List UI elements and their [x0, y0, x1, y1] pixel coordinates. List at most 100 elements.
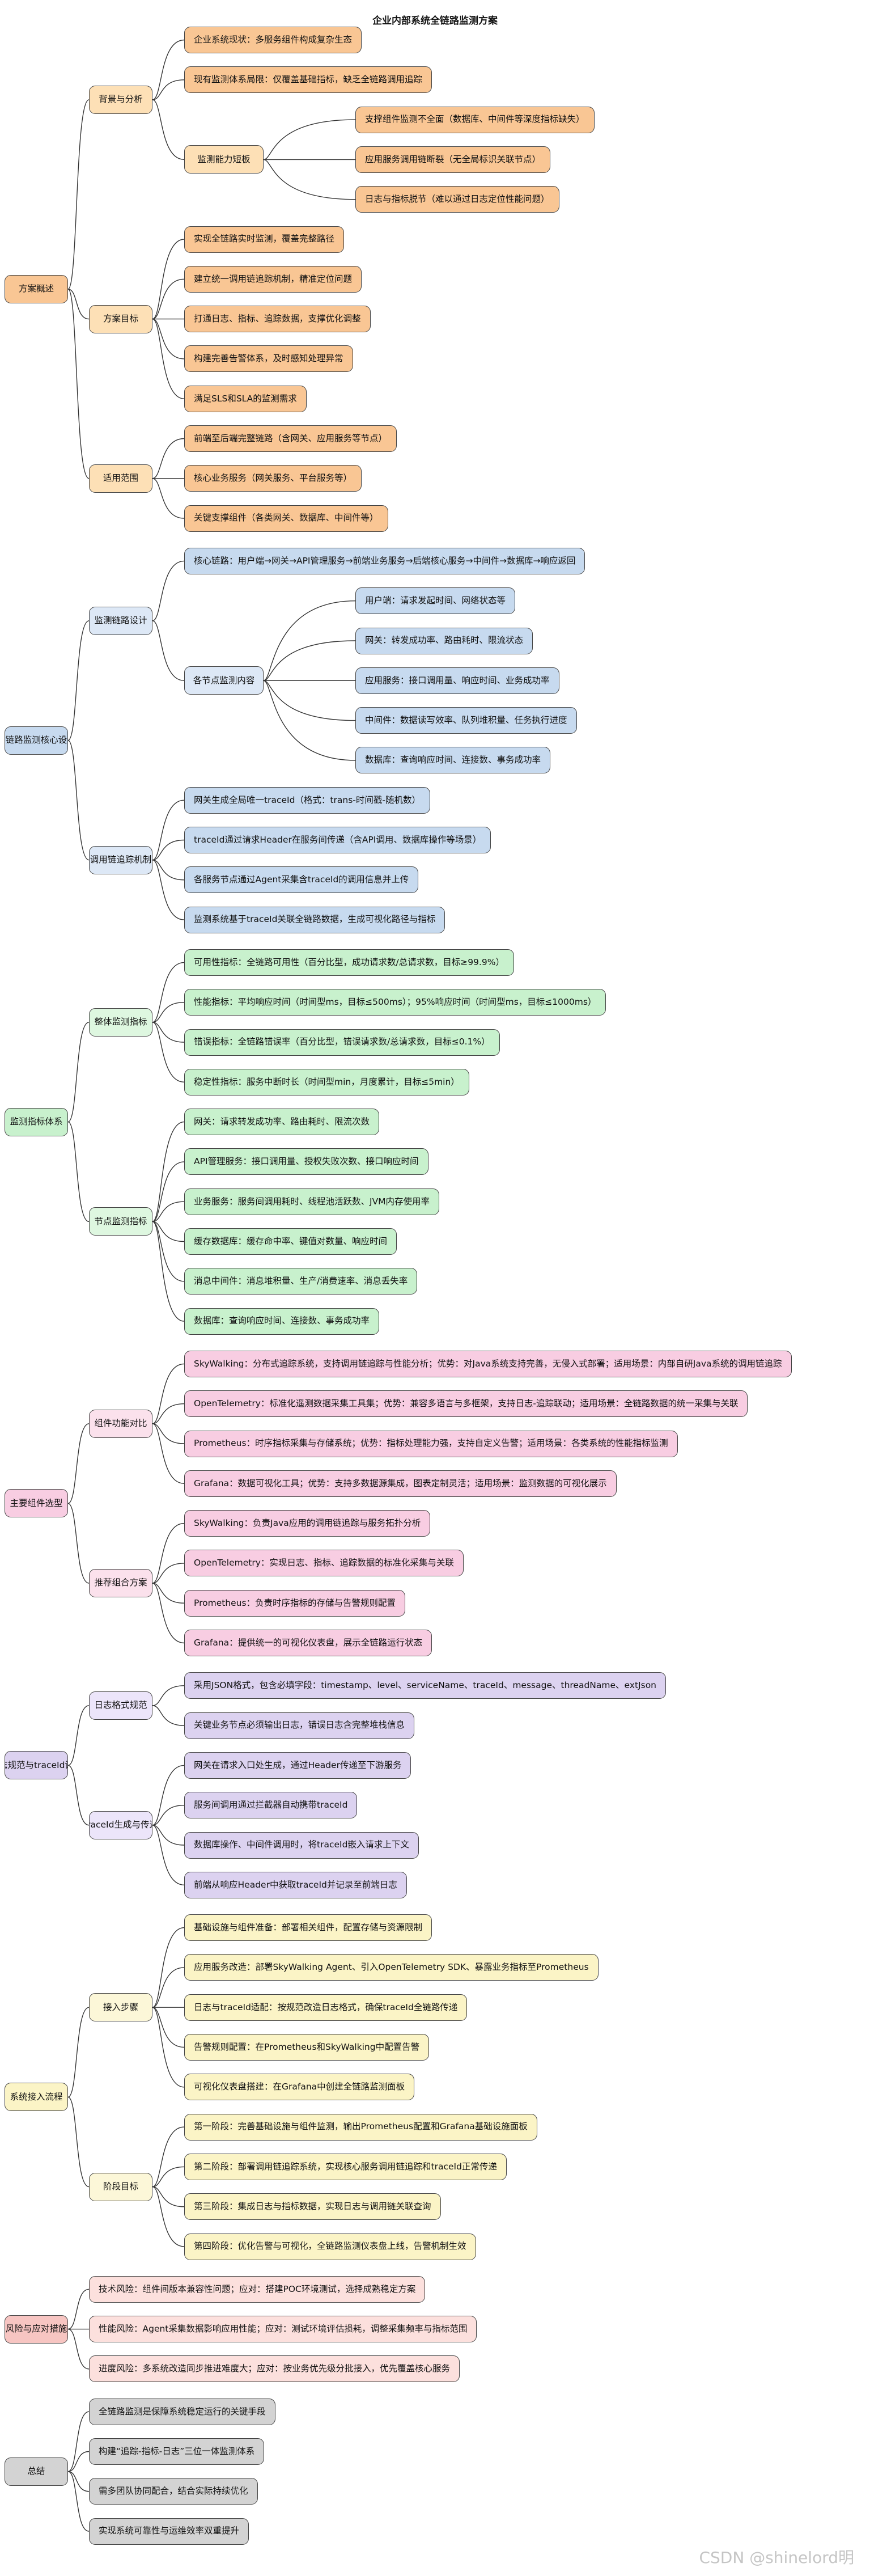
- connector-line: [152, 560, 185, 621]
- connector-line: [152, 1221, 185, 1242]
- mindmap-root-node: 风险与应对措施: [5, 2315, 68, 2344]
- connector-line: [152, 79, 185, 100]
- mindmap-leaf-node: 支撑组件监测不全面（数据库、中间件等深度指标缺失）: [355, 106, 595, 133]
- mindmap-leaf-node: 前端至后端完整链路（含网关、应用服务等节点）: [184, 425, 397, 452]
- connector-line: [67, 2451, 90, 2472]
- mindmap-leaf-node: 前端从响应Header中获取traceId并记录至前端日志: [184, 1871, 407, 1898]
- mindmap-leaf-node: 日志与指标脱节（难以通过日志定位性能问题）: [355, 186, 559, 213]
- mindmap-leaf-node: 关键支撑组件（各类网关、数据库、中间件等）: [184, 505, 388, 532]
- connector-line: [67, 620, 90, 741]
- mindmap-leaf-node: 全链路监测是保障系统稳定运行的关键手段: [89, 2398, 275, 2425]
- mindmap-leaf-node: 网关生成全局唯一traceId（格式：trans-时间戳-随机数）: [184, 786, 430, 814]
- connector-line: [152, 2166, 185, 2188]
- connector-line: [152, 1121, 185, 1223]
- mindmap-leaf-node: 关键业务节点必须输出日志，错误日志含完整堆栈信息: [184, 1712, 415, 1739]
- connector-line: [152, 239, 185, 320]
- mindmap-branch-node: 方案目标: [89, 304, 152, 333]
- connector-line: [152, 1927, 185, 2008]
- mindmap-leaf-node: OpenTelemetry：实现日志、指标、追踪数据的标准化采集与关联: [184, 1550, 464, 1577]
- connector-line: [67, 289, 90, 479]
- mindmap-leaf-node: 第四阶段：优化告警与可视化，全链路监测仪表盘上线，告警机制生效: [184, 2233, 476, 2260]
- connector-line: [152, 1805, 185, 1826]
- connector-line: [152, 2186, 185, 2207]
- page-title: 企业内部系统全链路监测方案: [372, 15, 498, 27]
- mindmap-leaf-node: 现有监测体系局限：仅覆盖基础指标，缺乏全链路调用追踪: [184, 66, 432, 94]
- mindmap-leaf-node: 实现全链路实时监测，覆盖完整路径: [184, 226, 345, 253]
- mindmap-leaf-node: 性能指标：平均响应时间（时间型ms，目标≤500ms）；95%响应时间（时间型m…: [184, 989, 606, 1016]
- mindmap-branch-node: traceId生成与传递: [89, 1811, 152, 1839]
- connector-line: [67, 740, 90, 861]
- mindmap-leaf-node: 第三阶段：集成日志与指标数据，实现日志与调用链关联查询: [184, 2193, 441, 2220]
- mindmap-leaf-node: 技术风险：组件间版本兼容性问题；应对：搭建POC环境测试，选择成熟稳定方案: [89, 2275, 426, 2303]
- mindmap-branch-node: 节点监测指标: [89, 1207, 152, 1236]
- mindmap-leaf-node: 可用性指标：全链路可用性（百分比型，成功请求数/总请求数，目标≥99.9%）: [184, 949, 514, 976]
- mindmap-leaf-node: API管理服务：接口调用量、授权失败次数、接口响应时间: [184, 1148, 428, 1175]
- connector-line: [152, 839, 185, 861]
- mindmap-root-node: 系统接入流程: [5, 2083, 68, 2112]
- mindmap-branch-node: 适用范围: [89, 464, 152, 493]
- mindmap-branch-node: 推荐组合方案: [89, 1569, 152, 1598]
- connector-line: [152, 1161, 185, 1223]
- connector-line: [152, 1022, 185, 1043]
- connector-line: [67, 2289, 90, 2330]
- mindmap-branch-node: 接入步骤: [89, 1993, 152, 2022]
- mindmap-leaf-node: traceId通过请求Header在服务间传递（含API调用、数据库操作等场景）: [184, 827, 491, 853]
- mindmap-leaf-node: 构建“追踪-指标-日志”三位一体监测体系: [89, 2438, 265, 2465]
- mindmap-leaf-node: SkyWalking：负责Java应用的调用链追踪与服务拓扑分析: [184, 1510, 431, 1537]
- mindmap-leaf-node: 错误指标：全链路错误率（百分比型，错误请求数/总请求数，目标≤0.1%）: [184, 1029, 500, 1056]
- mindmap-branch-node: 组件功能对比: [89, 1409, 152, 1438]
- connector-line: [152, 318, 185, 359]
- connector-line: [152, 2126, 185, 2188]
- connector-line: [263, 680, 356, 761]
- connector-line: [263, 119, 356, 160]
- mindmap-leaf-node: 服务间调用通过拦截器自动携带traceId: [184, 1792, 358, 1819]
- connector-line: [67, 99, 90, 290]
- connector-line: [152, 1765, 185, 1826]
- mindmap-leaf-node: 各服务节点通过Agent采集含traceId的调用信息并上传: [184, 866, 419, 894]
- connector-line: [152, 1522, 185, 1584]
- connector-line: [152, 1221, 185, 1282]
- mindmap-leaf-node: 性能风险：Agent采集数据影响应用性能；应对：测试环境评估损耗，调整采集频率与…: [89, 2316, 477, 2343]
- connector-line: [152, 99, 185, 160]
- mindmap-branch-node: 监测能力短板: [184, 145, 264, 174]
- mindmap-leaf-node: 用户端：请求发起时间、网络状态等: [355, 587, 516, 615]
- mindmap-root-node: 监测指标体系: [5, 1107, 68, 1136]
- mindmap-root-node: 方案概述: [5, 274, 68, 303]
- mindmap-branch-node: 日志格式规范: [89, 1691, 152, 1720]
- connector-line: [67, 1022, 90, 1123]
- connector-line: [67, 1765, 90, 1826]
- connector-line: [152, 39, 185, 100]
- connector-line: [152, 438, 185, 479]
- mindmap-leaf-node: 中间件：数据读写效率、队列堆积量、任务执行进度: [355, 707, 577, 734]
- mindmap-root-node: 日志规范与traceId设计: [5, 1751, 68, 1780]
- connector-line: [152, 1221, 185, 1322]
- connector-line: [152, 2007, 185, 2048]
- connector-line: [152, 800, 185, 861]
- mindmap-branch-node: 调用链追踪机制: [89, 845, 152, 874]
- mindmap-leaf-node: 进度风险：多系统改造同步推进难度大；应对：按业务优先级分批接入，优先覆盖核心服务: [89, 2355, 460, 2383]
- connector-line: [152, 1825, 185, 1846]
- mindmap-leaf-node: 构建完善告警体系，及时感知处理异常: [184, 345, 353, 373]
- mindmap-leaf-node: SkyWalking：分布式追踪系统，支持调用链追踪与性能分析；优势：对Java…: [184, 1350, 792, 1377]
- mindmap-leaf-node: 可视化仪表盘搭建：在Grafana中创建全链路监测面板: [184, 2074, 415, 2101]
- mindmap-branch-node: 阶段目标: [89, 2172, 152, 2201]
- mindmap-leaf-node: 网关：转发成功率、路由耗时、限流状态: [355, 627, 533, 654]
- connector-line: [67, 2471, 90, 2492]
- connector-line: [263, 680, 356, 721]
- mindmap-leaf-node: 打通日志、指标、追踪数据，支撑优化调整: [184, 306, 371, 333]
- connector-line: [152, 478, 185, 519]
- mindmap-leaf-node: 消息中间件：消息堆积量、生产/消费速率、消息丢失率: [184, 1268, 418, 1295]
- mindmap-leaf-node: 核心业务服务（网关服务、平台服务等）: [184, 465, 362, 492]
- mindmap-branch-node: 监测链路设计: [89, 606, 152, 635]
- connector-line: [263, 640, 356, 681]
- connector-line: [152, 962, 185, 1023]
- connector-line: [152, 318, 185, 399]
- mindmap-root-node: 总结: [5, 2457, 68, 2486]
- watermark: CSDN @shinelord明: [699, 2548, 854, 2567]
- connector-line: [67, 2007, 90, 2098]
- mindmap-leaf-node: Grafana：提供统一的可视化仪表盘，展示全链路运行状态: [184, 1630, 432, 1656]
- mindmap-leaf-node: 业务服务：服务间调用耗时、线程池活跃数、JVM内存使用率: [184, 1188, 440, 1215]
- mindmap-leaf-node: 缓存数据库：缓存命中率、键值对数量、响应时间: [184, 1228, 397, 1255]
- connector-line: [67, 289, 90, 320]
